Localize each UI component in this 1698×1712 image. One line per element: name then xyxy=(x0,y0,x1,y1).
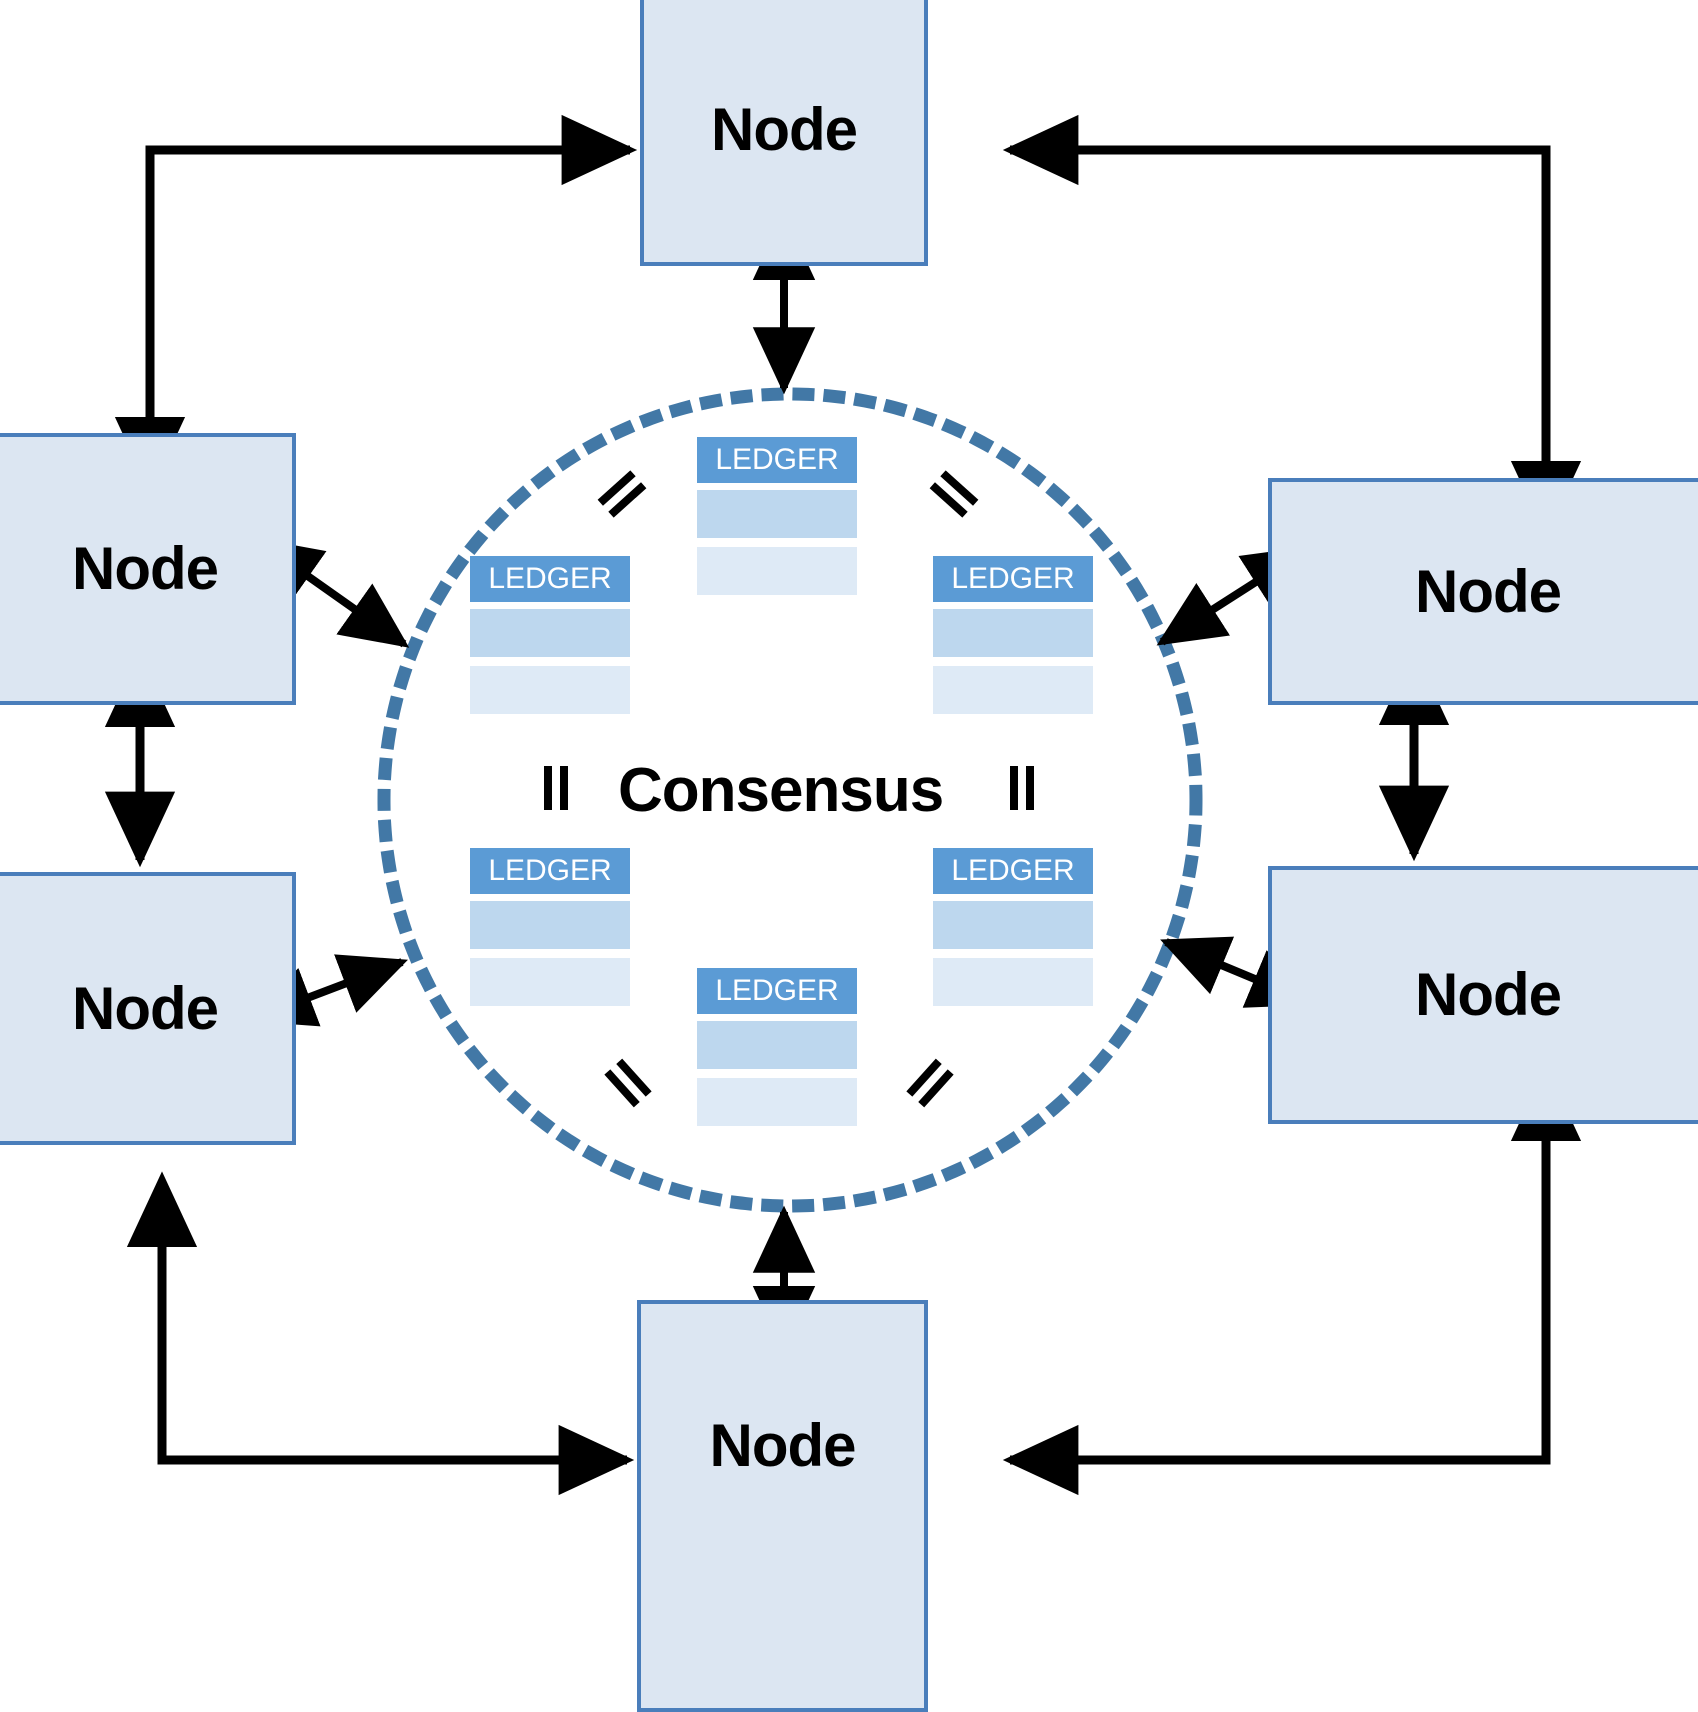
ledger-top[interactable]: LEDGER xyxy=(697,437,857,595)
radial-arrow-right-lower xyxy=(1160,936,1317,1008)
ledger-upper-right[interactable]: LEDGER xyxy=(933,556,1093,714)
ledger-top-row-1 xyxy=(697,490,857,538)
node-right-upper-label: Node xyxy=(1415,557,1562,625)
node-left-lower[interactable]: Node xyxy=(0,872,296,1145)
ledger-bottom[interactable]: LEDGER xyxy=(697,968,857,1126)
equals-mark-lower-left xyxy=(602,1057,654,1110)
node-right-lower[interactable]: Node xyxy=(1268,866,1698,1124)
ledger-upper-left-header: LEDGER xyxy=(470,556,630,602)
ledger-upper-right-row-2 xyxy=(933,666,1093,714)
ledger-bottom-row-2 xyxy=(697,1078,857,1126)
ledger-lower-left-header: LEDGER xyxy=(470,848,630,894)
ledger-lower-left[interactable]: LEDGER xyxy=(470,848,630,1006)
radial-arrow-right-upper xyxy=(1156,546,1312,646)
ledger-lower-right-row-1 xyxy=(933,901,1093,949)
node-left-upper-label: Node xyxy=(72,535,219,602)
radial-arrow-left-upper xyxy=(253,537,410,648)
node-top[interactable]: Node xyxy=(640,0,928,266)
ledger-upper-right-header: LEDGER xyxy=(933,556,1093,602)
equals-mark-mid-left xyxy=(541,766,571,810)
ledger-upper-left[interactable]: LEDGER xyxy=(470,556,630,714)
equals-mark-upper-left xyxy=(596,468,649,520)
node-left-lower-label: Node xyxy=(72,974,219,1042)
ledger-upper-left-row-2 xyxy=(470,666,630,714)
node-bottom[interactable]: Node xyxy=(637,1300,928,1712)
radial-arrow-left-lower xyxy=(246,954,408,1027)
node-top-label: Node xyxy=(711,96,858,163)
ledger-bottom-header: LEDGER xyxy=(697,968,857,1014)
ledger-lower-right[interactable]: LEDGER xyxy=(933,848,1093,1006)
ledger-lower-right-header: LEDGER xyxy=(933,848,1093,894)
node-bottom-label: Node xyxy=(709,1412,857,1479)
equals-mark-upper-right xyxy=(928,468,981,520)
node-right-lower-label: Node xyxy=(1415,961,1562,1028)
ledger-bottom-row-1 xyxy=(697,1021,857,1069)
connector-topleft xyxy=(114,114,638,493)
node-left-upper[interactable]: Node xyxy=(0,433,296,705)
ledger-lower-left-row-1 xyxy=(470,901,630,949)
node-right-upper[interactable]: Node xyxy=(1268,478,1698,705)
ledger-top-row-2 xyxy=(697,547,857,595)
ledger-top-header: LEDGER xyxy=(697,437,857,483)
ledger-lower-right-row-2 xyxy=(933,958,1093,1006)
equals-mark-lower-right xyxy=(904,1057,956,1110)
equals-mark-mid-right xyxy=(1007,766,1037,810)
ledger-lower-left-row-2 xyxy=(470,958,630,1006)
ledger-upper-left-row-1 xyxy=(470,609,630,657)
connector-bottomleft xyxy=(126,1171,635,1496)
consensus-label: Consensus xyxy=(618,756,944,825)
ledger-upper-right-row-1 xyxy=(933,609,1093,657)
connector-topright xyxy=(1002,114,1582,537)
connector-bottomright xyxy=(1002,1065,1582,1496)
